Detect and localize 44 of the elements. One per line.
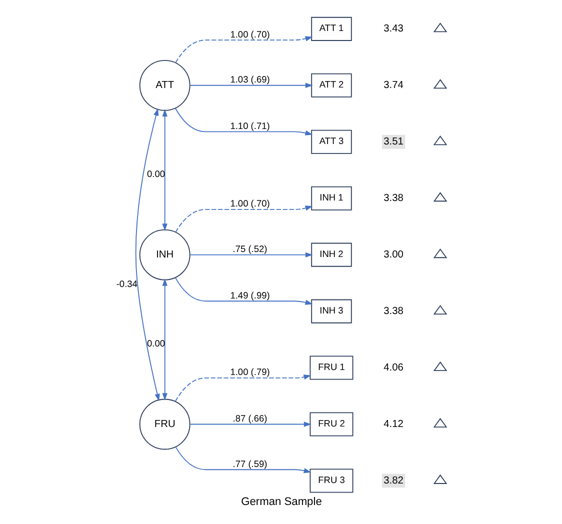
node-box: FRU 3 [309,468,353,493]
caption: German Sample [240,496,322,508]
edge-label: 1.00 (.70) [230,29,270,40]
node-circle: ATT [138,60,190,111]
arrow [174,36,312,64]
arrow [174,277,312,305]
arrow [189,82,312,88]
arrow [189,422,311,427]
node-box: ATT 1 [310,16,352,41]
node-box: INH 1 [310,186,352,210]
arrow [134,108,160,402]
node-label: 3.51 [383,136,403,148]
node-label: 3.82 [383,475,403,486]
arrow [174,446,311,474]
arrow [174,206,312,233]
node-label: 3.38 [383,306,403,317]
node-box: ATT 2 [310,73,352,98]
node-box: INH 2 [310,242,352,267]
node-label: 3.38 [383,192,403,204]
node-label: 4.06 [383,362,403,374]
edge-label: 1.10 (.71) [230,120,270,131]
edge-label: 1.00 (.70) [230,198,270,209]
node-circle: INH [138,229,190,280]
arrow [162,109,167,232]
edge-label: -0.34 [116,279,137,290]
node-box: ATT 3 [310,130,352,154]
node-box: FRU 2 [309,412,353,436]
edge-label: .75 (.52) [232,244,267,254]
node-label: 3.74 [383,80,403,91]
edge-label: .77 (.59) [232,458,267,469]
arrow [174,374,311,402]
arrow [162,278,167,400]
node-box: INH 3 [310,299,352,324]
node-circle: FRU [138,398,190,450]
edge-label: 1.03 (.69) [230,74,270,85]
node-box: FRU 1 [309,356,353,380]
node-label: 3.00 [383,249,403,260]
edge-label: 1.49 (.99) [230,290,270,300]
arrow [189,252,312,258]
edge-label: .87 (.66) [232,413,267,424]
node-label: 4.12 [383,418,403,430]
node-label: 3.43 [383,24,403,35]
edge-label: 1.00 (.79) [230,367,270,378]
arrow [174,108,312,136]
